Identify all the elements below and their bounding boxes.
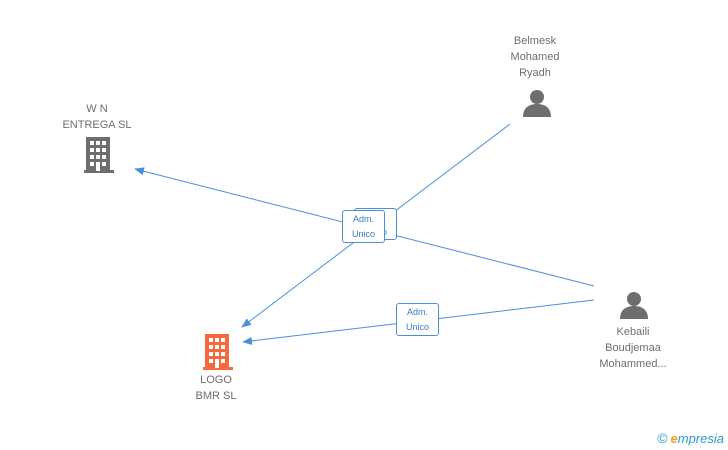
person-name-line: Belmesk bbox=[513, 35, 557, 47]
person-icon[interactable] bbox=[619, 290, 649, 320]
building-icon[interactable] bbox=[84, 137, 116, 173]
relation-role-line: Adm. bbox=[352, 214, 374, 224]
company-name-line: W N bbox=[86, 103, 108, 115]
company-name-line: ENTREGA SL bbox=[62, 119, 132, 131]
copyright-symbol: © bbox=[657, 430, 668, 446]
relation-role-line: Unico bbox=[405, 322, 429, 332]
brand-logo-letter: e bbox=[670, 431, 678, 446]
relation-role-line: Unico bbox=[351, 229, 375, 239]
brand-name: mpresia bbox=[677, 431, 724, 446]
person-belmesk-label[interactable]: Belmesk Mohamed Ryadh bbox=[485, 33, 585, 81]
person-name-line: Mohamed bbox=[510, 51, 560, 63]
relation-role-line: Adm. bbox=[406, 307, 428, 317]
person-name-line: Kebaili bbox=[616, 326, 650, 338]
person-name-line: Boudjemaa bbox=[605, 342, 661, 354]
relation-badge-adm-unico[interactable]: Adm. Unico bbox=[396, 303, 439, 336]
person-name-line: Mohammed... bbox=[599, 358, 667, 370]
person-kebaili-label[interactable]: Kebaili Boudjemaa Mohammed... bbox=[583, 324, 683, 372]
building-icon[interactable] bbox=[203, 334, 235, 370]
person-name-line: Ryadh bbox=[519, 67, 551, 79]
company-wn-entrega-label[interactable]: W N ENTREGA SL bbox=[47, 101, 147, 133]
relation-badge-adm-unico[interactable]: Adm. Unico bbox=[342, 210, 385, 243]
company-name-line: BMR SL bbox=[195, 390, 237, 402]
company-logo-bmr-label[interactable]: LOGO BMR SL bbox=[166, 372, 266, 404]
company-name-line: LOGO bbox=[200, 374, 232, 386]
empresia-brand[interactable]: ©empresia bbox=[657, 430, 724, 446]
person-icon[interactable] bbox=[522, 88, 552, 118]
